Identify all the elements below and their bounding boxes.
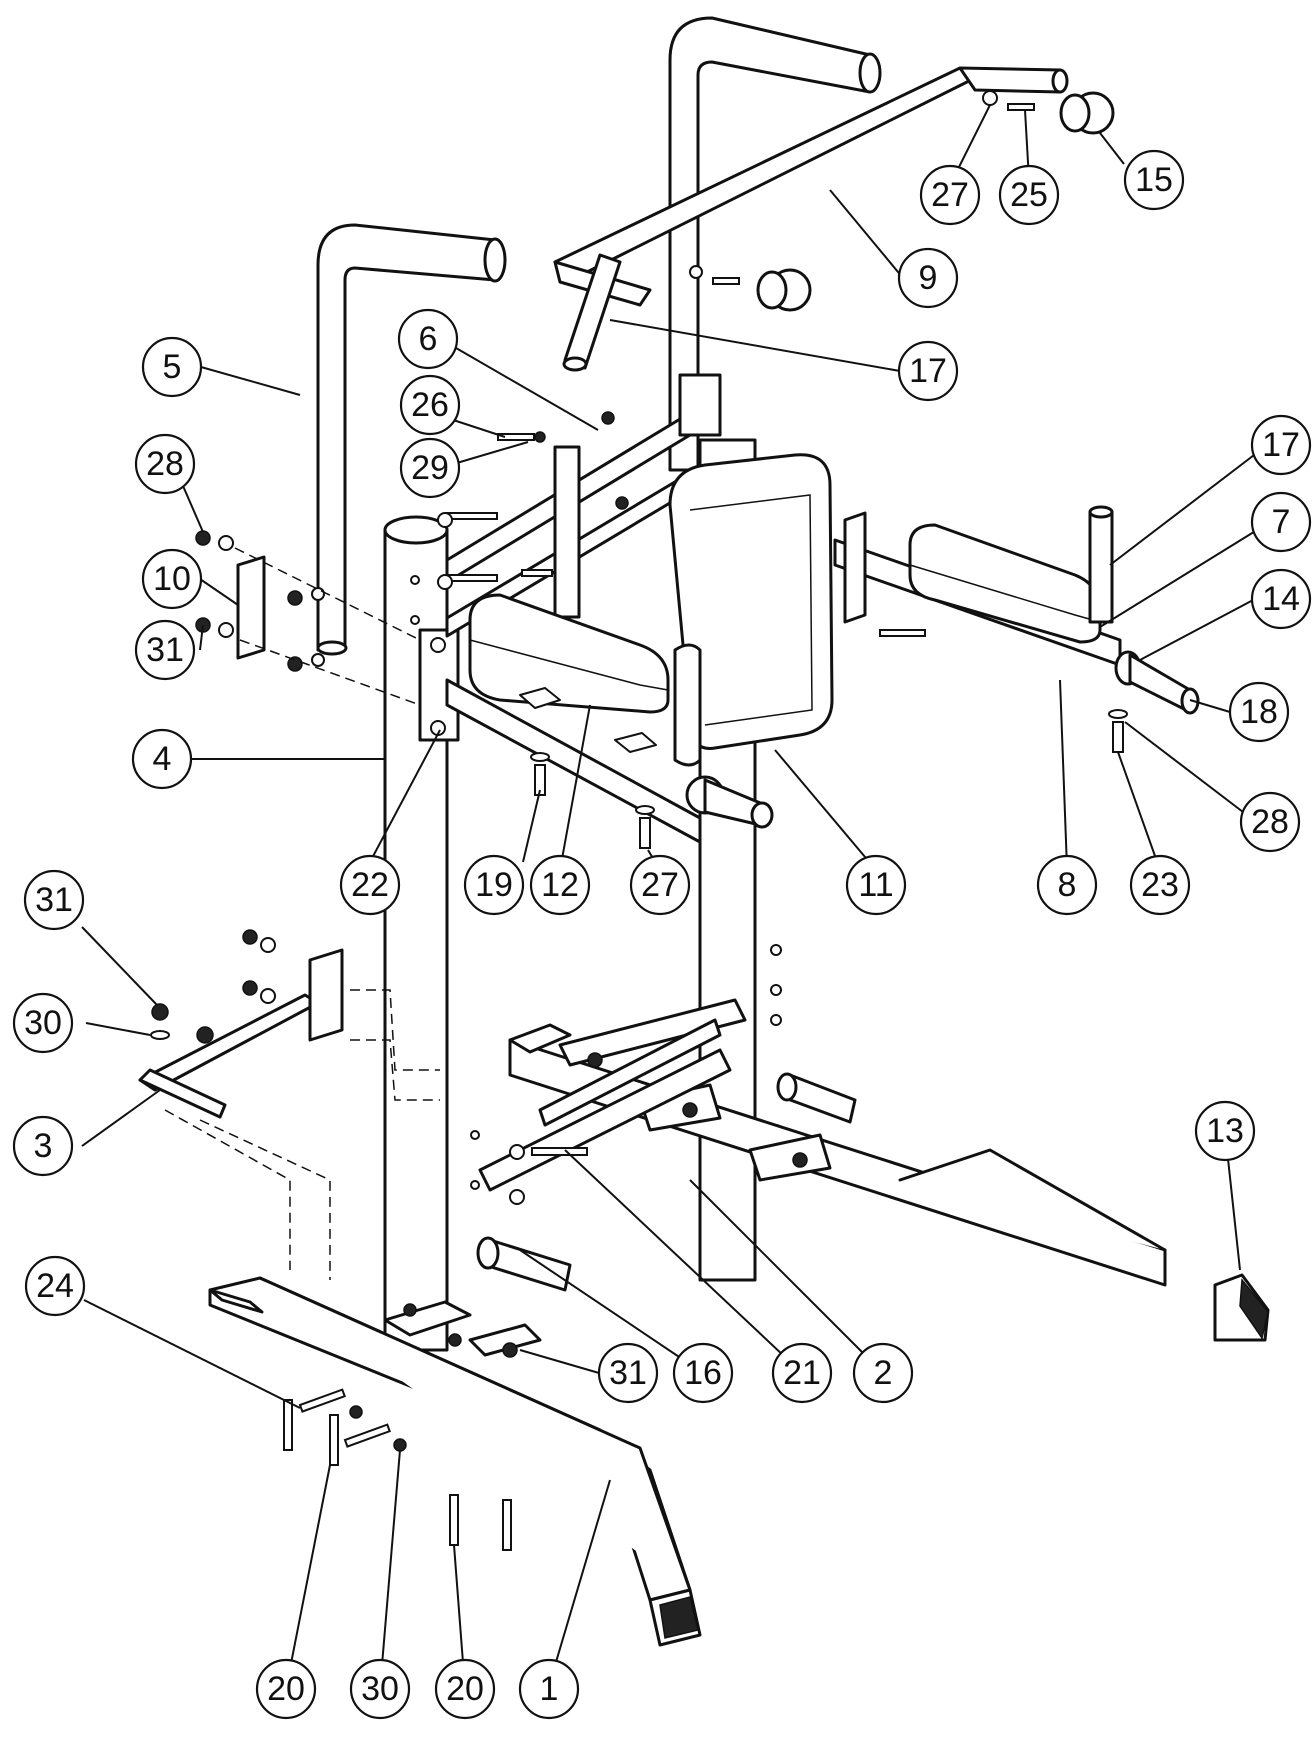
part-7-8-right-arm-assembly	[833, 505, 1200, 753]
callout-27-top: 27	[919, 164, 981, 226]
svg-text:12: 12	[541, 866, 579, 904]
svg-text:16: 16	[684, 1354, 722, 1392]
callout-8: 8	[1036, 854, 1098, 916]
callout-5: 5	[141, 336, 203, 398]
callout-1: 1	[518, 1658, 580, 1720]
svg-text:13: 13	[1206, 1112, 1244, 1150]
part-9-dip-handle-bar	[553, 66, 1115, 372]
callout-17-upper: 17	[897, 340, 959, 402]
callout-14: 14	[1250, 568, 1312, 630]
svg-text:15: 15	[1135, 161, 1173, 199]
svg-text:27: 27	[641, 866, 679, 904]
part-11-back-pad	[668, 453, 834, 767]
callout-28-right: 28	[1239, 791, 1301, 853]
callout-18: 18	[1228, 681, 1290, 743]
svg-text:25: 25	[1010, 176, 1048, 214]
svg-text:5: 5	[163, 348, 182, 386]
svg-text:9: 9	[919, 259, 938, 297]
callout-29: 29	[399, 437, 461, 499]
svg-text:30: 30	[24, 1004, 62, 1042]
callout-10: 10	[141, 548, 203, 610]
svg-text:26: 26	[411, 386, 449, 424]
svg-text:28: 28	[146, 445, 184, 483]
callout-15: 15	[1123, 149, 1185, 211]
svg-text:19: 19	[475, 866, 513, 904]
svg-text:2: 2	[874, 1354, 893, 1392]
svg-text:11: 11	[858, 866, 893, 904]
svg-text:17: 17	[1262, 426, 1300, 464]
callout-7: 7	[1250, 491, 1312, 553]
part-1-front-base	[208, 1276, 702, 1647]
svg-text:4: 4	[153, 740, 172, 778]
callout-9: 9	[897, 247, 959, 309]
callout-6: 6	[397, 308, 459, 370]
part-3-base-bracket	[138, 929, 440, 1280]
callout-26: 26	[399, 374, 461, 436]
callout-30-left: 30	[12, 992, 74, 1054]
callout-20-left: 20	[255, 1658, 317, 1720]
callout-25: 25	[998, 164, 1060, 226]
svg-text:28: 28	[1251, 803, 1289, 841]
part-4-main-upright	[383, 515, 480, 1352]
callout-31-left: 31	[23, 869, 85, 931]
svg-text:14: 14	[1262, 580, 1300, 618]
svg-text:17: 17	[909, 352, 947, 390]
callout-11: 11	[845, 854, 907, 916]
svg-text:27: 27	[931, 176, 969, 214]
svg-text:6: 6	[419, 320, 438, 358]
callout-22: 22	[339, 854, 401, 916]
callout-27-mid: 27	[629, 854, 691, 916]
callout-24: 24	[24, 1255, 86, 1317]
callout-19: 19	[463, 854, 525, 916]
part-13-end-cap	[1213, 1273, 1270, 1342]
svg-text:21: 21	[783, 1354, 821, 1392]
callout-2: 2	[852, 1342, 914, 1404]
leader-lines	[81, 104, 1271, 1690]
callout-28-left: 28	[134, 433, 196, 495]
svg-text:23: 23	[1141, 866, 1179, 904]
callout-3: 3	[12, 1115, 74, 1177]
svg-text:10: 10	[153, 560, 191, 598]
callout-23: 23	[1129, 854, 1191, 916]
svg-text:22: 22	[351, 866, 389, 904]
svg-text:7: 7	[1272, 503, 1291, 541]
svg-text:20: 20	[267, 1670, 305, 1708]
svg-text:18: 18	[1240, 693, 1278, 731]
svg-text:29: 29	[411, 449, 449, 487]
callout-17-right: 17	[1250, 414, 1312, 476]
svg-text:24: 24	[36, 1267, 74, 1305]
callout-30-bottom: 30	[349, 1658, 411, 1720]
svg-text:3: 3	[34, 1127, 53, 1165]
callout-4: 4	[131, 728, 193, 790]
svg-text:20: 20	[446, 1670, 484, 1708]
callout-31-bottom: 31	[597, 1342, 659, 1404]
callout-21: 21	[771, 1342, 833, 1404]
svg-text:30: 30	[361, 1670, 399, 1708]
callout-16: 16	[672, 1342, 734, 1404]
svg-text:31: 31	[609, 1354, 647, 1392]
callout-20-right: 20	[434, 1658, 496, 1720]
callout-12: 12	[529, 854, 591, 916]
part-12-left-arm-pad	[445, 593, 774, 849]
svg-text:31: 31	[146, 631, 184, 669]
callout-13: 13	[1194, 1100, 1256, 1162]
svg-text:1: 1	[540, 1670, 559, 1708]
callout-31-upper-left: 31	[134, 619, 196, 681]
svg-text:31: 31	[35, 881, 73, 919]
svg-text:8: 8	[1058, 866, 1077, 904]
part-2-rear-base	[476, 998, 1167, 1292]
